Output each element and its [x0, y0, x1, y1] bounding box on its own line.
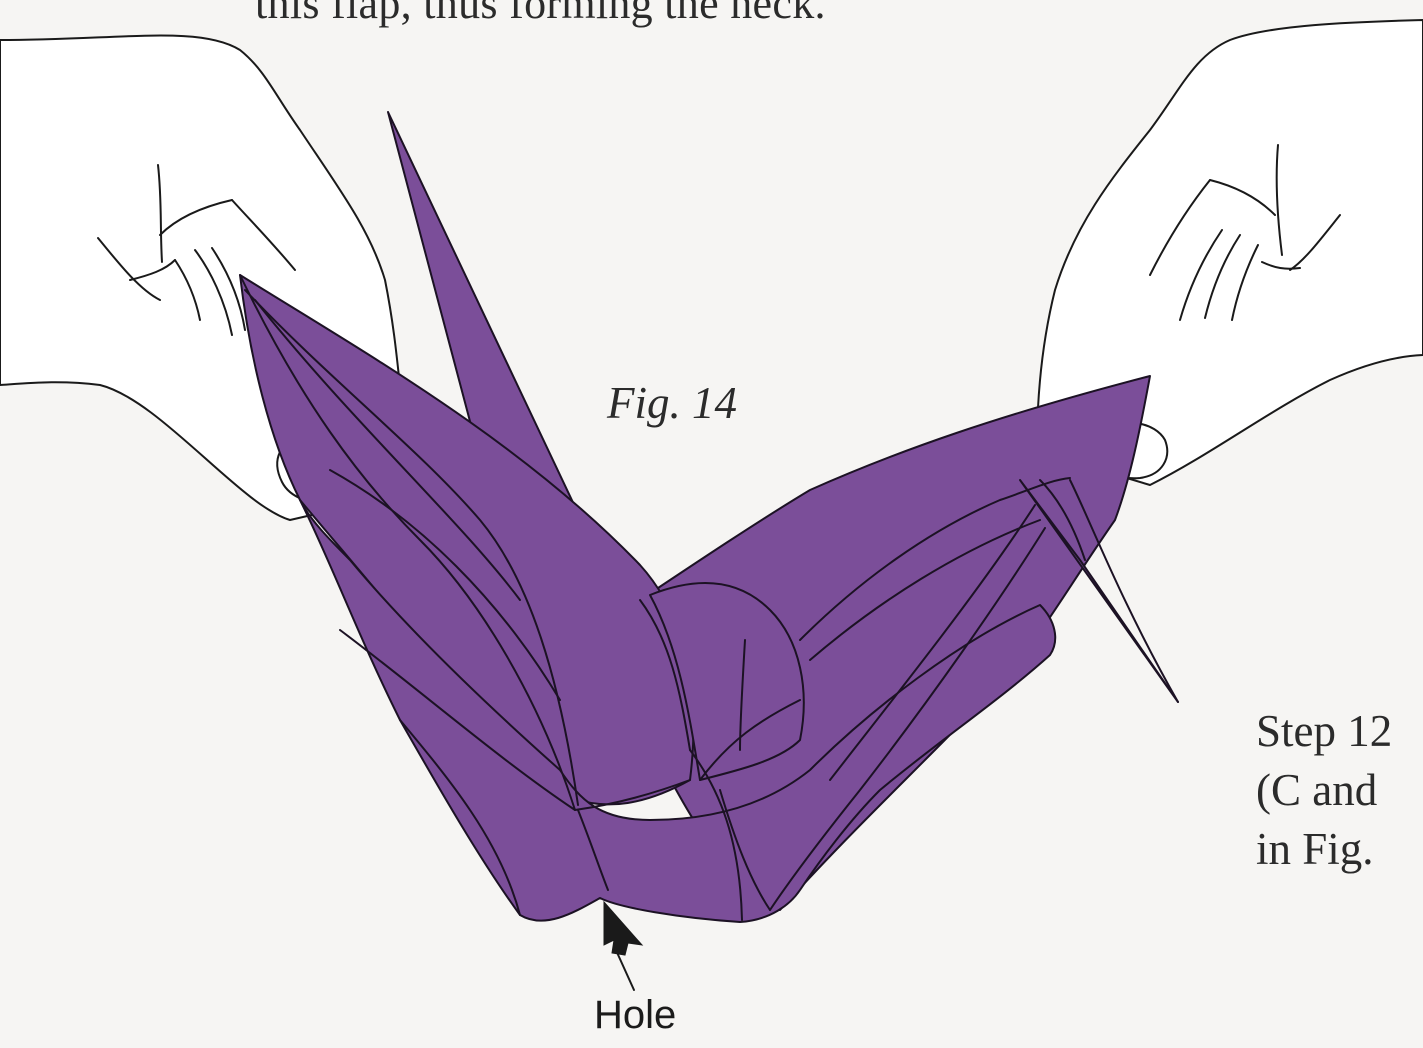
hole-label: Hole: [594, 993, 676, 1038]
arrow-pointer-icon: [604, 902, 642, 990]
origami-crane: [240, 112, 1178, 922]
figure-label: Fig. 14: [607, 377, 737, 429]
step-text: Step 12 (C and in Fig.: [1256, 702, 1392, 879]
